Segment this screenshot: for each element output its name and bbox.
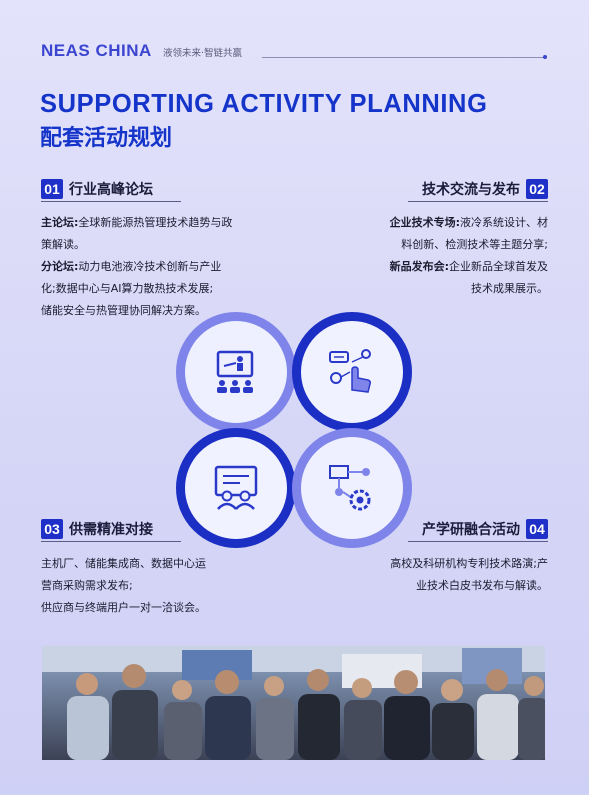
presentation-icon bbox=[216, 350, 254, 393]
meeting-icon bbox=[214, 465, 258, 510]
activity-circles bbox=[176, 312, 416, 552]
section-04-underline bbox=[408, 541, 548, 542]
section-02-underline bbox=[408, 201, 548, 202]
exhibition-crowd-photo bbox=[42, 646, 545, 760]
gear-flow-icon bbox=[329, 465, 371, 511]
section-02-body: 企业技术专场:液冷系统设计、材 料创新、检测技术等主题分享; 新品发布会:企业新… bbox=[389, 216, 548, 295]
section-title: 供需精准对接 bbox=[69, 522, 153, 538]
section-number: 04 bbox=[526, 519, 548, 539]
touch-network-icon bbox=[329, 349, 371, 393]
section-03-heading: 03 供需精准对接 bbox=[41, 519, 153, 539]
section-01-heading: 01 行业高峰论坛 bbox=[41, 179, 153, 199]
section-title: 技术交流与发布 bbox=[422, 182, 520, 198]
header-divider bbox=[262, 57, 545, 58]
section-title: 行业高峰论坛 bbox=[69, 182, 153, 198]
circle-matchmaking bbox=[176, 428, 296, 548]
section-04-heading: 产学研融合活动 04 bbox=[422, 519, 548, 539]
section-01-underline bbox=[41, 201, 181, 202]
tagline: 液领未来·智链共赢 bbox=[163, 48, 243, 59]
circle-tech-exchange bbox=[292, 312, 412, 432]
section-03-underline bbox=[41, 541, 181, 542]
circle-presentation bbox=[176, 312, 296, 432]
section-number: 01 bbox=[41, 179, 63, 199]
page-title-en: SUPPORTING ACTIVITY PLANNING bbox=[40, 90, 488, 118]
brand-logo-text: NEAS CHINA bbox=[41, 41, 152, 60]
circle-research bbox=[292, 428, 412, 548]
section-title: 产学研融合活动 bbox=[422, 522, 520, 538]
section-01-body: 主论坛:全球新能源热管理技术趋势与政 策解读。 分论坛:动力电池液冷技术创新与产… bbox=[41, 216, 233, 317]
section-04-body: 高校及科研机构专利技术路演;产 业技术白皮书发布与解读。 bbox=[390, 557, 548, 592]
header-divider-dot bbox=[543, 55, 547, 59]
page-title-zh: 配套活动规划 bbox=[40, 126, 173, 151]
section-03-body: 主机厂、储能集成商、数据中心运 营商采购需求发布; 供应商与终端用户一对一洽谈会… bbox=[41, 557, 206, 614]
section-number: 02 bbox=[526, 179, 548, 199]
section-number: 03 bbox=[41, 519, 63, 539]
section-02-heading: 技术交流与发布 02 bbox=[422, 179, 548, 199]
